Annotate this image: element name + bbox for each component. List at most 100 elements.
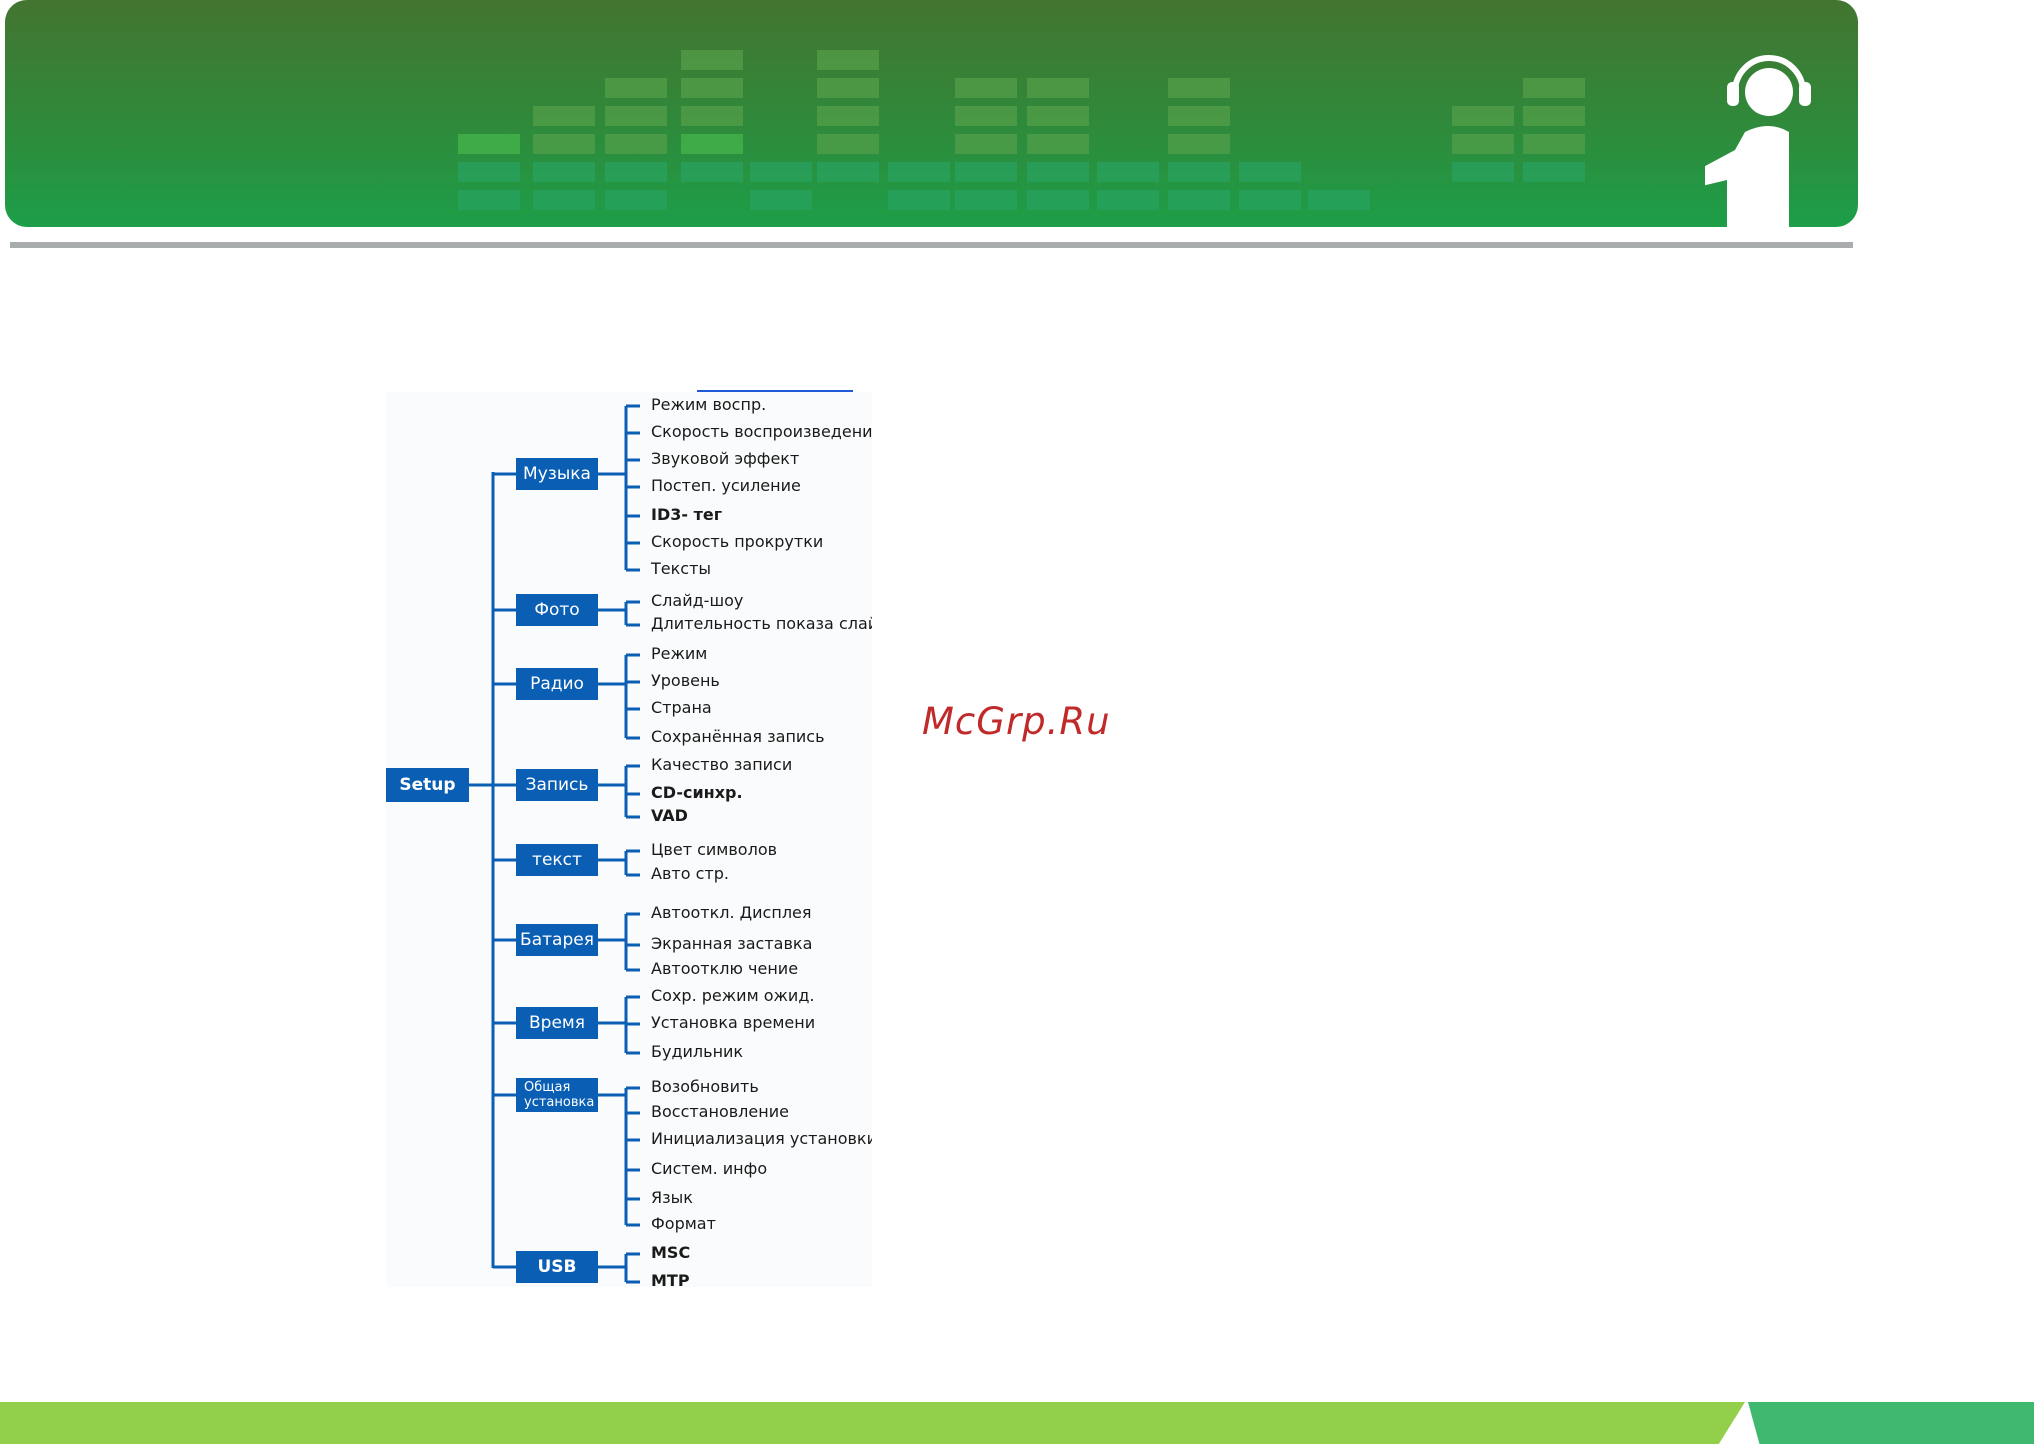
equalizer-block [955, 106, 1017, 126]
tree-leaf: VAD [651, 806, 688, 825]
equalizer-block [533, 190, 595, 210]
equalizer-block [750, 162, 812, 182]
equalizer-block [1168, 78, 1230, 98]
tree-leaf: MTP [651, 1271, 690, 1287]
tree-leaf: Слайд-шоу [651, 591, 744, 610]
equalizer-block [817, 78, 879, 98]
tree-leaf: Автооткл. Дисплея [651, 903, 812, 922]
tree-leaf: Установка времени [651, 1013, 816, 1032]
equalizer-block [605, 134, 667, 154]
tree-leaf: Звуковой эффект [651, 449, 800, 468]
equalizer-block [533, 162, 595, 182]
tree-leaf: Формат [651, 1214, 716, 1233]
link-underline [697, 390, 853, 392]
tree-leaf: Авто стр. [651, 864, 729, 883]
equalizer-block [817, 134, 879, 154]
equalizer-block [1452, 134, 1514, 154]
equalizer-block [1168, 134, 1230, 154]
equalizer-block [1027, 134, 1089, 154]
tree-node-0: Музыка [516, 458, 598, 490]
equalizer-block [1168, 162, 1230, 182]
tree-leaf: Цвет символов [651, 840, 778, 859]
tree-leaf: Сохранённая запись [651, 727, 825, 746]
tree-leaf: Инициализация установки [651, 1129, 872, 1148]
tree-connectors [469, 404, 640, 1284]
equalizer-block [817, 162, 879, 182]
tree-leaf: Экранная заставка [651, 934, 813, 953]
menu-tree-diagram: Setup Музыка Режим воспр. Скорость воспроиз… [386, 392, 872, 1287]
equalizer-block [1168, 190, 1230, 210]
headphones-person-icon [1705, 55, 1811, 227]
equalizer-block [955, 162, 1017, 182]
tree-leaf: CD-синхр. [651, 783, 743, 802]
tree-leaf: Будильник [651, 1042, 744, 1061]
equalizer-block [605, 162, 667, 182]
equalizer-graphic [458, 50, 1585, 210]
header-banner [5, 0, 1858, 227]
equalizer-block [1097, 162, 1159, 182]
equalizer-block [1027, 106, 1089, 126]
tree-leaf: Тексты [651, 559, 712, 578]
equalizer-block [681, 50, 743, 70]
tree-node-4: текст [516, 844, 598, 876]
tree-leaf: Страна [651, 698, 712, 717]
equalizer-block [1308, 190, 1370, 210]
equalizer-block [1452, 106, 1514, 126]
tree-node-3: Запись [516, 769, 598, 801]
tree-leaf: Постеп. усиление [651, 476, 801, 495]
tree-leaf: Автоотклю чение [651, 959, 799, 978]
tree-node-7: Общая установка [516, 1078, 598, 1112]
watermark: McGrp.Ru [922, 700, 1111, 743]
equalizer-block [681, 78, 743, 98]
equalizer-block [888, 162, 950, 182]
equalizer-block [1097, 190, 1159, 210]
equalizer-block [681, 106, 743, 126]
tree-leaf: Режим [651, 644, 708, 663]
tree-leaf: Систем. инфо [651, 1159, 768, 1178]
equalizer-block [888, 190, 950, 210]
equalizer-block [533, 134, 595, 154]
equalizer-block [681, 162, 743, 182]
tree-leaf: MSC [651, 1243, 691, 1262]
equalizer-block [605, 78, 667, 98]
header-divider [10, 242, 1853, 248]
equalizer-block [955, 78, 1017, 98]
equalizer-block [750, 190, 812, 210]
tree-node-2: Радио [516, 668, 598, 700]
tree-leaf: Качество записи [651, 755, 793, 774]
equalizer-block [1239, 190, 1301, 210]
tree-leaf: Возобновить [651, 1077, 759, 1096]
equalizer-block [533, 106, 595, 126]
tree-node-1: Фото [516, 594, 598, 626]
equalizer-block [1168, 106, 1230, 126]
equalizer-block [955, 190, 1017, 210]
equalizer-block [605, 106, 667, 126]
equalizer-block [1523, 106, 1585, 126]
tree-leaf: Уровень [651, 671, 720, 690]
tree-leaf: Скорость воспроизведения [651, 422, 872, 441]
equalizer-block [1027, 78, 1089, 98]
equalizer-block [1452, 162, 1514, 182]
tree-node-6: Время [516, 1007, 598, 1039]
equalizer-block [1239, 162, 1301, 182]
equalizer-block [605, 190, 667, 210]
equalizer-block [955, 134, 1017, 154]
tree-root-setup: Setup [386, 768, 469, 802]
tree-leaf: Скорость прокрутки [651, 532, 824, 551]
tree-node-8: USB [516, 1251, 598, 1283]
tree-leaf: Режим воспр. [651, 395, 767, 414]
equalizer-block [1523, 134, 1585, 154]
tree-leaf: Сохр. режим ожид. [651, 986, 815, 1005]
equalizer-block [458, 134, 520, 154]
equalizer-block [1523, 78, 1585, 98]
footer-bar-left [0, 1402, 1745, 1444]
tree-leaf: Восстановление [651, 1102, 789, 1121]
tree-leaf: ID3- тег [651, 505, 723, 524]
footer-bar-right [1748, 1402, 2034, 1444]
equalizer-block [681, 134, 743, 154]
equalizer-block [458, 190, 520, 210]
equalizer-block [1027, 190, 1089, 210]
tree-leaf: Язык [651, 1188, 693, 1207]
equalizer-block [817, 106, 879, 126]
equalizer-block [458, 162, 520, 182]
